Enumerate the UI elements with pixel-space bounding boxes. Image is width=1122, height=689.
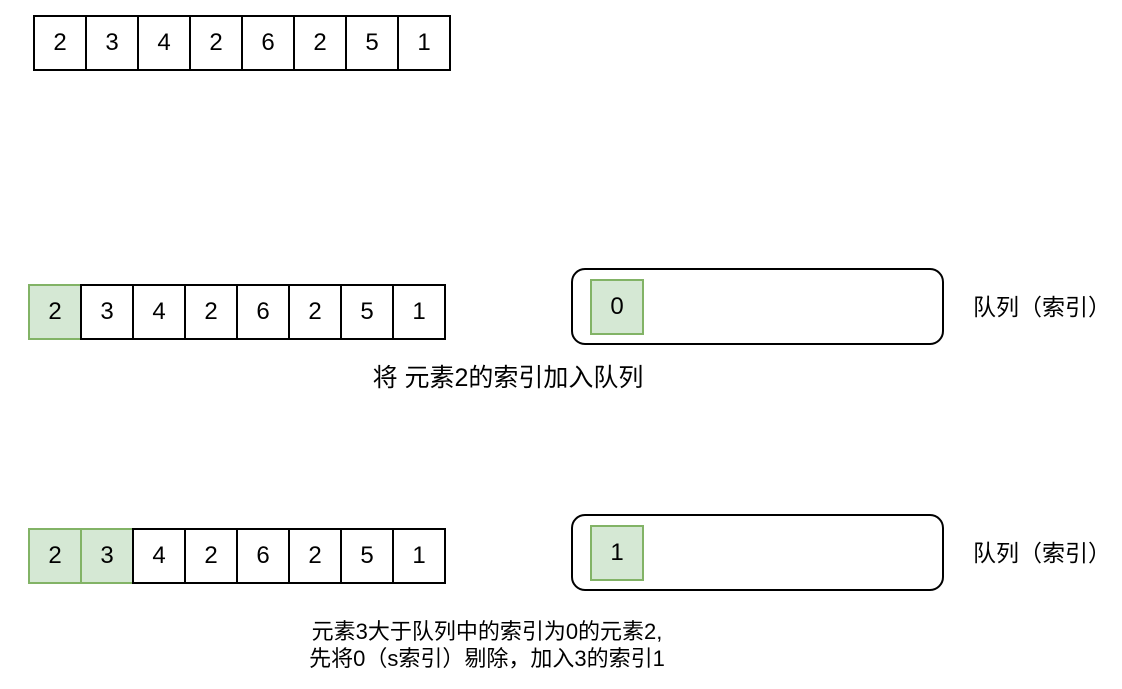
queue-label-step1: 队列（索引） bbox=[973, 294, 1111, 320]
array-cell: 2 bbox=[189, 15, 243, 71]
caption-step2: 元素3大于队列中的索引为0的元素2, 先将0（s索引）剔除，加入3的索引1 bbox=[237, 618, 737, 672]
array-cell: 2 bbox=[33, 15, 87, 71]
array-cell: 2 bbox=[184, 528, 238, 584]
array-cell: 1 bbox=[397, 15, 451, 71]
queue-item: 0 bbox=[590, 278, 644, 335]
array-cell: 2 bbox=[28, 528, 82, 584]
queue-box-step2: 1 bbox=[571, 514, 944, 591]
array-cell: 2 bbox=[288, 528, 342, 584]
array-cell: 5 bbox=[340, 528, 394, 584]
caption-step2-line1: 元素3大于队列中的索引为0的元素2, bbox=[311, 619, 663, 644]
array-cell: 3 bbox=[80, 528, 134, 584]
array-cell: 5 bbox=[345, 15, 399, 71]
array-cell: 2 bbox=[184, 284, 238, 340]
array-cell: 6 bbox=[236, 528, 290, 584]
caption-step2-line2: 先将0（s索引）剔除，加入3的索引1 bbox=[309, 646, 665, 671]
array-cell: 4 bbox=[132, 528, 186, 584]
array-cell: 1 bbox=[392, 528, 446, 584]
array-cell: 5 bbox=[340, 284, 394, 340]
array-cell: 3 bbox=[85, 15, 139, 71]
array-cell: 1 bbox=[392, 284, 446, 340]
array-cell: 6 bbox=[241, 15, 295, 71]
queue-item: 1 bbox=[590, 524, 644, 581]
caption-step1: 将 元素2的索引加入队列 bbox=[372, 364, 644, 392]
array-cell: 4 bbox=[137, 15, 191, 71]
queue-label-step2: 队列（索引） bbox=[973, 540, 1111, 566]
array-cell: 2 bbox=[28, 284, 82, 340]
queue-box-step1: 0 bbox=[571, 268, 944, 345]
array-cell: 4 bbox=[132, 284, 186, 340]
array-cell: 3 bbox=[80, 284, 134, 340]
array-cell: 2 bbox=[293, 15, 347, 71]
array-cell: 2 bbox=[288, 284, 342, 340]
array-cell: 6 bbox=[236, 284, 290, 340]
